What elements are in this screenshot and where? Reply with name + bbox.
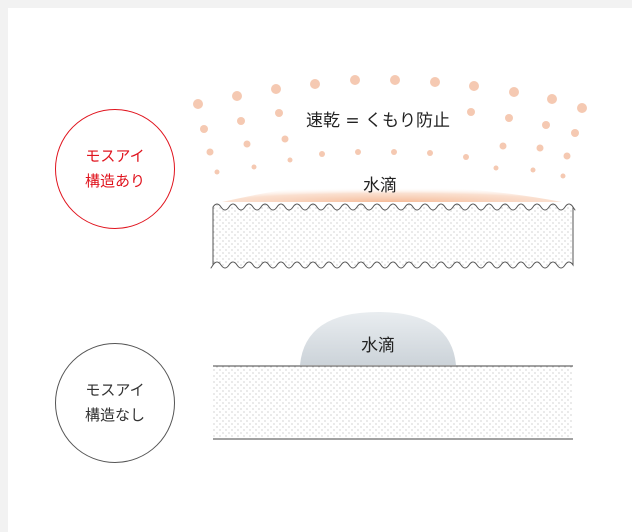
- evaporation-dot: [577, 103, 587, 113]
- evaporation-dot: [469, 81, 479, 91]
- badge-without-line1: モスアイ: [85, 381, 145, 399]
- evaporation-dot: [206, 148, 214, 156]
- evaporation-dot: [560, 173, 566, 179]
- evaporation-dot: [251, 164, 257, 170]
- moth-eye-without-badge: モスアイ 構造なし: [55, 343, 175, 463]
- evaporation-dot: [509, 87, 519, 97]
- evaporation-dot: [310, 79, 320, 89]
- evaporation-dot: [200, 125, 208, 133]
- evaporation-dot: [542, 121, 550, 129]
- evaporation-dot: [232, 91, 242, 101]
- evaporation-dot: [214, 169, 220, 175]
- evaporation-dot: [275, 109, 283, 117]
- evaporation-dot: [287, 157, 293, 163]
- moth-eye-with-badge: モスアイ 構造あり: [55, 109, 175, 229]
- evaporation-dot: [467, 108, 475, 116]
- evaporation-dot: [536, 144, 544, 152]
- evaporation-dot: [530, 167, 536, 173]
- evaporation-dot: [355, 149, 361, 155]
- evaporation-dot: [193, 99, 203, 109]
- evaporation-dot: [493, 165, 499, 171]
- badge-with-line1: モスアイ: [85, 147, 145, 165]
- evaporation-dot: [430, 77, 440, 87]
- badge-with-line2: 構造あり: [84, 172, 145, 190]
- evaporation-dots: [193, 75, 587, 179]
- evaporation-dot: [563, 152, 571, 160]
- droplet-spread-orange: [222, 184, 562, 202]
- droplet-label-top: 水滴: [363, 176, 397, 196]
- evaporation-dot: [319, 151, 325, 157]
- moth-eye-substrate: [210, 203, 576, 269]
- evaporation-dot: [350, 75, 360, 85]
- badge-without-line2: 構造なし: [84, 406, 145, 424]
- evaporation-dot: [571, 129, 579, 137]
- evaporation-dot: [427, 150, 433, 156]
- evaporation-dot: [547, 94, 557, 104]
- evaporation-dot: [243, 140, 251, 148]
- evaporation-dot: [499, 142, 507, 150]
- evaporation-dot: [505, 114, 513, 122]
- evaporation-dot: [281, 135, 289, 143]
- evaporation-dot: [237, 117, 245, 125]
- quick-dry-label: 速乾 = くもり防止: [306, 111, 450, 131]
- evaporation-dot: [463, 154, 469, 160]
- evaporation-dot: [271, 84, 281, 94]
- evaporation-dot: [390, 75, 400, 85]
- droplet-bead-gray: [300, 312, 456, 365]
- flat-substrate: [213, 366, 573, 439]
- evaporation-dot: [391, 149, 397, 155]
- droplet-label-bottom: 水滴: [361, 336, 395, 356]
